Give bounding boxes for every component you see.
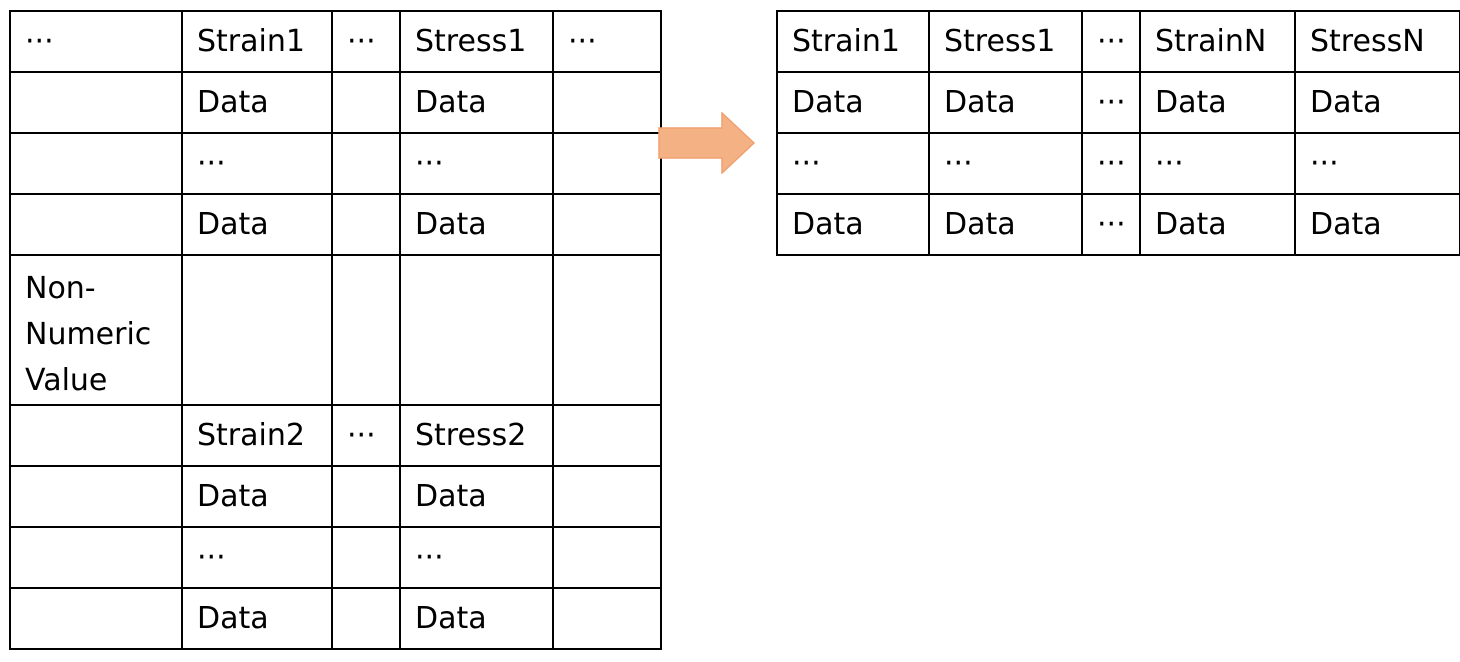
table-cell: ··· bbox=[399, 526, 554, 589]
table-cell: Data bbox=[776, 193, 930, 256]
table-cell: Data bbox=[928, 193, 1083, 256]
table-cell bbox=[331, 526, 401, 589]
table-row: Data Data bbox=[9, 465, 662, 528]
table-cell: ··· bbox=[1081, 132, 1141, 195]
table-cell: ··· bbox=[1081, 71, 1141, 134]
table-cell: Data bbox=[181, 587, 333, 650]
table-cell: Data bbox=[399, 587, 554, 650]
table-cell: Stress1 bbox=[928, 10, 1083, 73]
table-row: Strain1 Stress1 ··· StrainN StressN bbox=[776, 10, 1460, 73]
table-cell: Data bbox=[181, 71, 333, 134]
table-cell bbox=[331, 465, 401, 528]
table-cell: ··· bbox=[181, 132, 333, 195]
target-table-body: Strain1 Stress1 ··· StrainN StressN Data… bbox=[776, 10, 1460, 256]
table-cell: Data bbox=[181, 465, 333, 528]
table-cell bbox=[331, 254, 401, 406]
table-cell bbox=[552, 193, 662, 256]
table-cell: ··· bbox=[9, 10, 183, 73]
table-cell bbox=[399, 254, 554, 406]
table-cell: Data bbox=[928, 71, 1083, 134]
table-cell: Data bbox=[1139, 71, 1296, 134]
non-numeric-value-cell: Non-Numeric Value bbox=[9, 254, 183, 406]
table-cell: Data bbox=[399, 465, 554, 528]
arrow-shape bbox=[658, 112, 756, 174]
right-arrow-icon bbox=[658, 112, 756, 174]
table-cell: Data bbox=[1139, 193, 1296, 256]
target-table: Strain1 Stress1 ··· StrainN StressN Data… bbox=[776, 10, 1460, 256]
table-cell bbox=[331, 193, 401, 256]
table-cell bbox=[552, 254, 662, 406]
table-cell: ··· bbox=[331, 404, 401, 467]
table-row: Data Data ··· Data Data bbox=[776, 193, 1460, 256]
table-cell: ··· bbox=[399, 132, 554, 195]
table-cell: Data bbox=[1294, 71, 1460, 134]
source-table-body: ··· Strain1 ··· Stress1 ··· Data Data ··… bbox=[9, 10, 662, 650]
table-cell: Data bbox=[399, 71, 554, 134]
table-cell: Data bbox=[776, 71, 930, 134]
table-cell: ··· bbox=[1139, 132, 1296, 195]
table-row: ··· ··· bbox=[9, 526, 662, 589]
table-cell: ··· bbox=[776, 132, 930, 195]
table-cell bbox=[9, 71, 183, 134]
table-cell bbox=[9, 193, 183, 256]
table-cell: Stress2 bbox=[399, 404, 554, 467]
table-cell bbox=[9, 132, 183, 195]
table-cell bbox=[9, 465, 183, 528]
table-cell bbox=[181, 254, 333, 406]
table-cell: StressN bbox=[1294, 10, 1460, 73]
table-cell bbox=[9, 587, 183, 650]
table-cell: Data bbox=[181, 193, 333, 256]
table-cell: Strain2 bbox=[181, 404, 333, 467]
table-cell: ··· bbox=[1294, 132, 1460, 195]
table-cell: ··· bbox=[181, 526, 333, 589]
table-cell: Strain1 bbox=[776, 10, 930, 73]
table-cell bbox=[552, 465, 662, 528]
table-cell bbox=[552, 587, 662, 650]
table-cell: ··· bbox=[1081, 193, 1141, 256]
table-cell: ··· bbox=[552, 10, 662, 73]
table-row: ··· ··· bbox=[9, 132, 662, 195]
source-table: ··· Strain1 ··· Stress1 ··· Data Data ··… bbox=[9, 10, 662, 650]
table-cell bbox=[552, 71, 662, 134]
table-row: Data Data ··· Data Data bbox=[776, 71, 1460, 134]
table-row: Data Data bbox=[9, 71, 662, 134]
table-cell bbox=[331, 71, 401, 134]
table-cell: ··· bbox=[1081, 10, 1141, 73]
table-row: Data Data bbox=[9, 193, 662, 256]
table-cell bbox=[552, 526, 662, 589]
table-cell: Data bbox=[1294, 193, 1460, 256]
table-row: Data Data bbox=[9, 587, 662, 650]
table-cell: ··· bbox=[928, 132, 1083, 195]
table-cell bbox=[331, 132, 401, 195]
table-row: Non-Numeric Value bbox=[9, 254, 662, 406]
table-cell: StrainN bbox=[1139, 10, 1296, 73]
table-cell: Stress1 bbox=[399, 10, 554, 73]
table-cell bbox=[9, 404, 183, 467]
table-row: ··· Strain1 ··· Stress1 ··· bbox=[9, 10, 662, 73]
table-cell bbox=[9, 526, 183, 589]
table-cell bbox=[552, 132, 662, 195]
table-cell: Data bbox=[399, 193, 554, 256]
table-row: Strain2 ··· Stress2 bbox=[9, 404, 662, 467]
table-row: ··· ··· ··· ··· ··· bbox=[776, 132, 1460, 195]
table-cell: Strain1 bbox=[181, 10, 333, 73]
table-cell bbox=[331, 587, 401, 650]
table-cell: ··· bbox=[331, 10, 401, 73]
table-cell bbox=[552, 404, 662, 467]
